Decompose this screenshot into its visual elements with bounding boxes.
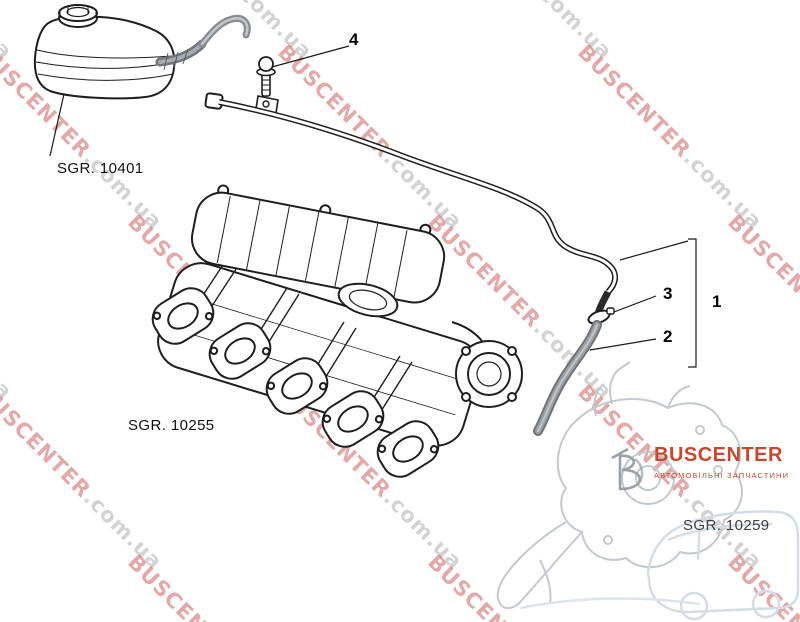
hose-item-2 bbox=[533, 320, 602, 436]
tank-hose bbox=[155, 14, 251, 71]
part-label-manifold: SGR. 10255 bbox=[128, 417, 215, 434]
buscenter-logo-icon bbox=[611, 447, 644, 491]
leader-tank-label bbox=[49, 93, 65, 157]
buscenter-logo: BUSCENTER АВТОМОБІЛЬНІ ЗАПЧАСТИНИ bbox=[606, 444, 789, 496]
manifold-plenum bbox=[190, 184, 446, 304]
manifold-opening bbox=[337, 282, 399, 318]
callout-1: 1 bbox=[712, 292, 722, 311]
part-label-engine: SGR. 10259 bbox=[683, 517, 770, 534]
callout-3: 3 bbox=[663, 284, 673, 303]
throttle-flange bbox=[451, 321, 523, 408]
buscenter-logo-text: BUSCENTER bbox=[654, 444, 783, 466]
callout-4: 4 bbox=[349, 30, 359, 49]
expansion-tank-illustration bbox=[33, 4, 176, 100]
leader-callout-4 bbox=[271, 45, 350, 68]
leader-callout-2 bbox=[589, 338, 657, 351]
intake-port-flanges bbox=[151, 287, 440, 478]
part-label-tank: SGR. 10401 bbox=[57, 160, 144, 177]
callout-2: 2 bbox=[663, 327, 673, 346]
buscenter-logo-textblock: BUSCENTER АВТОМОБІЛЬНІ ЗАПЧАСТИНИ bbox=[654, 444, 789, 480]
buscenter-logo-tagline: АВТОМОБІЛЬНІ ЗАПЧАСТИНИ bbox=[654, 471, 790, 480]
faded-bus-illustration bbox=[519, 510, 800, 621]
intake-manifold-illustration bbox=[151, 184, 523, 478]
tank-cap bbox=[58, 4, 98, 28]
callout-bracket-1 bbox=[688, 238, 697, 368]
bolt-item-4 bbox=[256, 56, 276, 97]
breather-pipe-item-1 bbox=[204, 92, 618, 315]
faded-engine-illustration bbox=[496, 361, 743, 609]
leader-callout-3 bbox=[613, 295, 657, 313]
leader-callout-1 bbox=[619, 240, 689, 261]
leader-lines bbox=[49, 45, 697, 368]
